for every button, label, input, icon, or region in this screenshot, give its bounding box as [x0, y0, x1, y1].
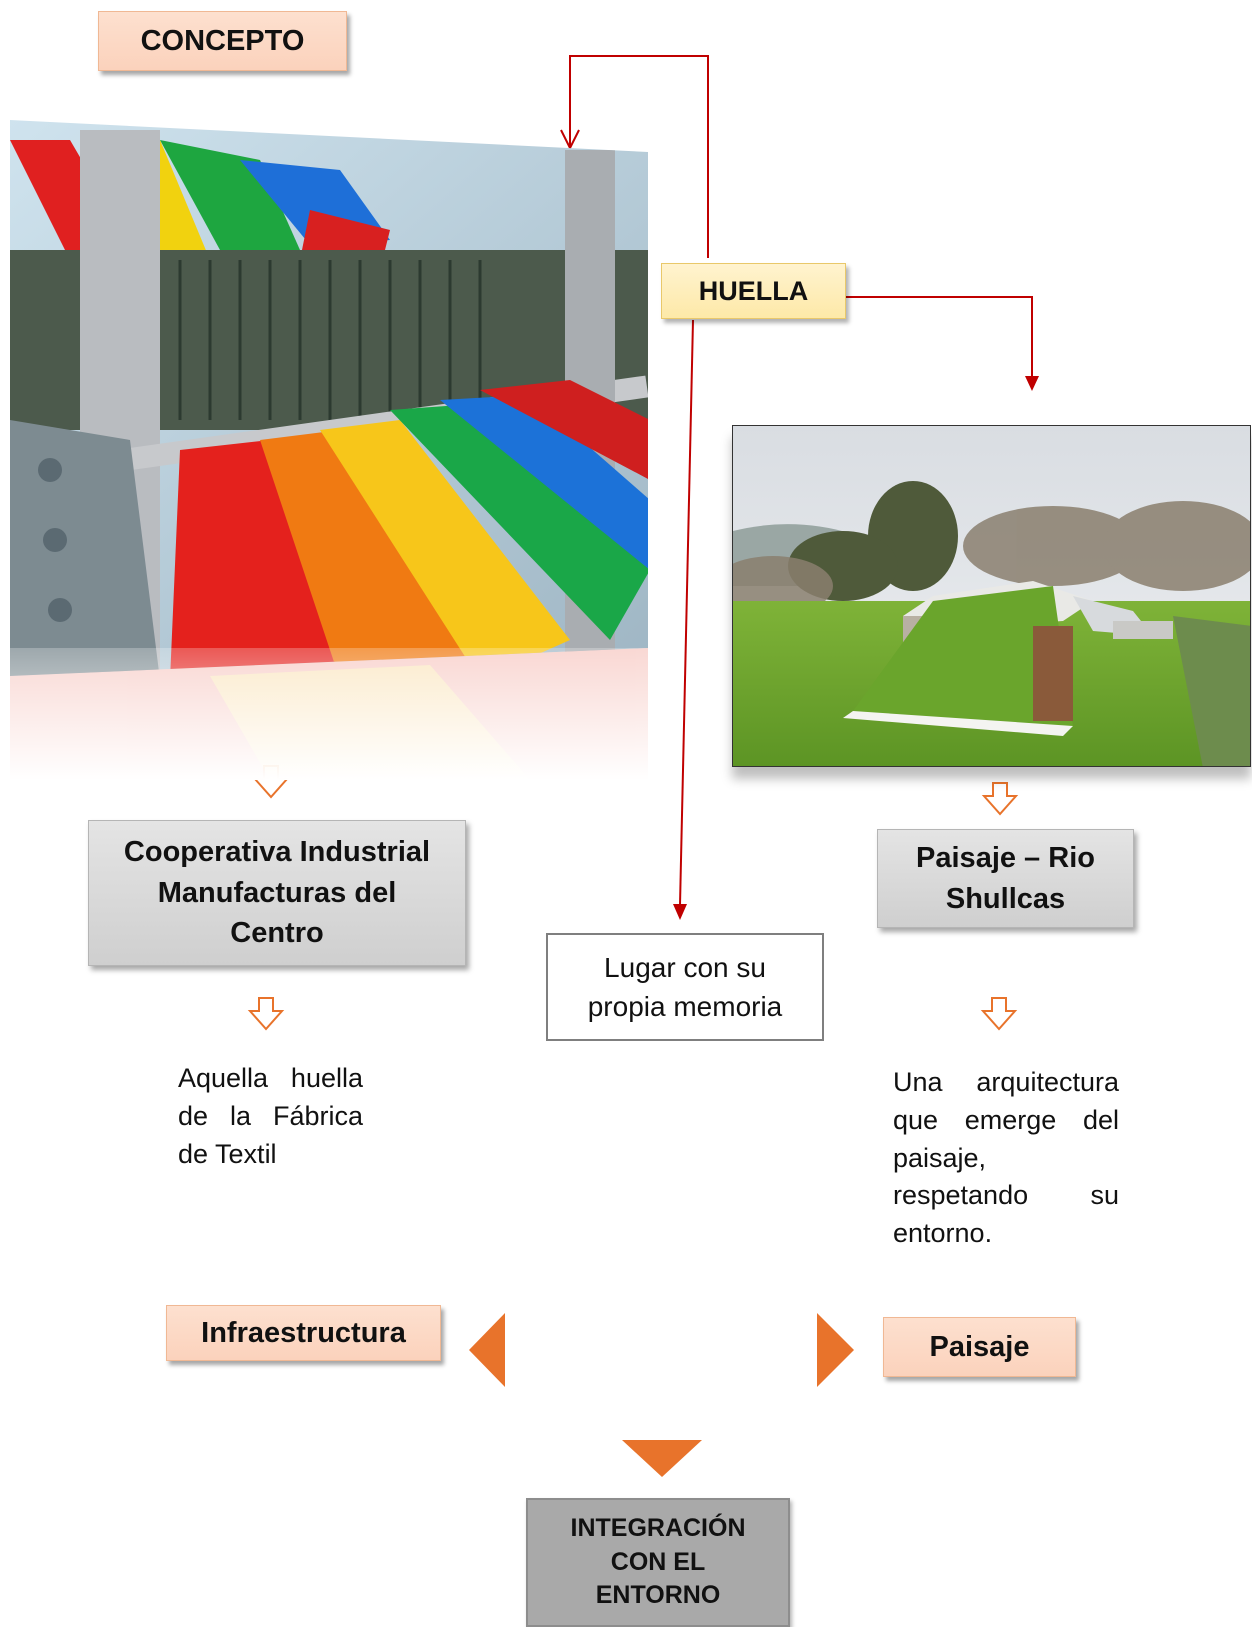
left-triangle-icon [469, 1313, 505, 1387]
paisaje-label: Paisaje [929, 1330, 1030, 1363]
left-caption: Aquella huella de la Fábrica de Textil [178, 1060, 363, 1173]
memoria-line: propia memoria [587, 991, 783, 1022]
right-caption-line: respetando su [893, 1180, 1119, 1211]
cooperativa-line: Manufacturas del [157, 876, 397, 909]
paisaje-rio-box: Paisaje – Rio Shullcas [877, 829, 1134, 928]
infraestructura-label: Infraestructura [201, 1316, 406, 1349]
integracion-line: ENTORNO [595, 1581, 721, 1610]
right-caption-line: que emerge del [893, 1104, 1119, 1135]
down-arrow-outline-icon [980, 997, 1018, 1031]
cooperativa-line: Cooperativa Industrial [123, 836, 431, 869]
huella-box: HUELLA [661, 263, 846, 319]
paisaje-rio-line: Paisaje – Rio [916, 841, 1095, 874]
down-triangle-icon [622, 1440, 702, 1477]
left-caption-line: de Textil [178, 1138, 277, 1169]
connector-huella-to-memory [679, 319, 694, 906]
huella-label: HUELLA [698, 275, 809, 306]
right-triangle-icon [817, 1313, 854, 1387]
down-arrow-outline-icon [247, 997, 285, 1031]
concepto-label: CONCEPTO [140, 24, 305, 57]
right-caption-line: paisaje, [893, 1142, 987, 1173]
loom-photo [10, 120, 650, 780]
connector-huella-to-landscape [846, 296, 1033, 378]
cooperativa-line: Centro [230, 917, 324, 950]
right-caption-line: Una arquitectura [893, 1067, 1119, 1097]
connector-huella-to-loom [569, 55, 709, 258]
right-caption-line: entorno. [893, 1218, 993, 1249]
infraestructura-box: Infraestructura [166, 1305, 441, 1361]
paisaje-rio-line: Shullcas [945, 882, 1066, 915]
right-caption: Una arquitectura que emerge del paisaje,… [893, 1064, 1119, 1253]
paisaje-box: Paisaje [883, 1317, 1076, 1377]
memoria-box: Lugar con su propia memoria [546, 933, 824, 1041]
down-arrow-outline-icon [981, 782, 1019, 816]
integracion-line: INTEGRACIÓN [570, 1513, 746, 1542]
integracion-box: INTEGRACIÓN CON EL ENTORNO [526, 1498, 790, 1627]
arrowhead-open-loom [560, 129, 580, 151]
cooperativa-box: Cooperativa Industrial Manufacturas del … [88, 820, 466, 966]
landscape-photo [732, 425, 1251, 767]
concepto-title-box: CONCEPTO [98, 11, 347, 71]
left-caption-line: Aquella huella [178, 1063, 363, 1093]
memoria-line: Lugar con su [604, 951, 766, 983]
arrowhead-landscape [1025, 376, 1039, 391]
arrowhead-memory [673, 904, 687, 920]
integracion-line: CON EL [610, 1547, 706, 1576]
left-caption-line: de la Fábrica [178, 1100, 363, 1131]
